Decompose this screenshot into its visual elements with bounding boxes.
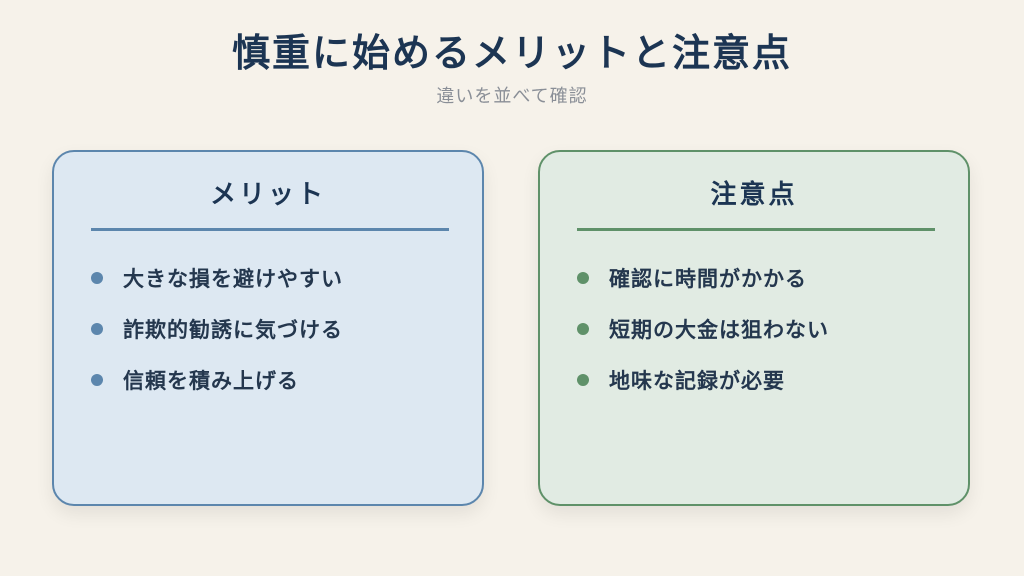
bullet-dot-icon [91,373,103,386]
caution-item: 短期の大金は狙わない [577,303,948,354]
caution-item: 地味な記録が必要 [577,354,948,405]
caution-item-label: 短期の大金は狙わない [609,317,829,342]
merit-list: 大きな損を避けやすい 詐欺的勧誘に気づける 信頼を積み上げる [91,252,462,405]
merit-item: 大きな損を避けやすい [91,252,462,303]
caution-item-label: 確認に時間がかかる [609,266,807,291]
merit-divider [91,228,449,231]
caution-item: 確認に時間がかかる [577,252,948,303]
merit-card: メリット 大きな損を避けやすい 詐欺的勧誘に気づける 信頼を積み上げる [52,150,484,506]
caution-item-label: 地味な記録が必要 [609,368,785,393]
bullet-dot-icon [91,271,103,284]
caution-card: 注意点 確認に時間がかかる 短期の大金は狙わない 地味な記録が必要 [538,150,970,506]
caution-list: 確認に時間がかかる 短期の大金は狙わない 地味な記録が必要 [577,252,948,405]
bullet-dot-icon [91,322,103,335]
caution-divider [577,228,935,231]
merit-item: 詐欺的勧誘に気づける [91,303,462,354]
page-subtitle: 違いを並べて確認 [436,86,588,107]
merit-item-label: 詐欺的勧誘に気づける [123,317,343,342]
bullet-dot-icon [577,322,589,335]
merit-item-label: 大きな損を避けやすい [123,266,343,291]
merit-item: 信頼を積み上げる [91,354,462,405]
caution-heading: 注意点 [710,180,798,210]
page-title: 慎重に始めるメリットと注意点 [231,31,792,75]
bullet-dot-icon [577,373,589,386]
merit-item-label: 信頼を積み上げる [123,368,299,393]
merit-heading: メリット [209,180,326,210]
bullet-dot-icon [577,271,589,284]
